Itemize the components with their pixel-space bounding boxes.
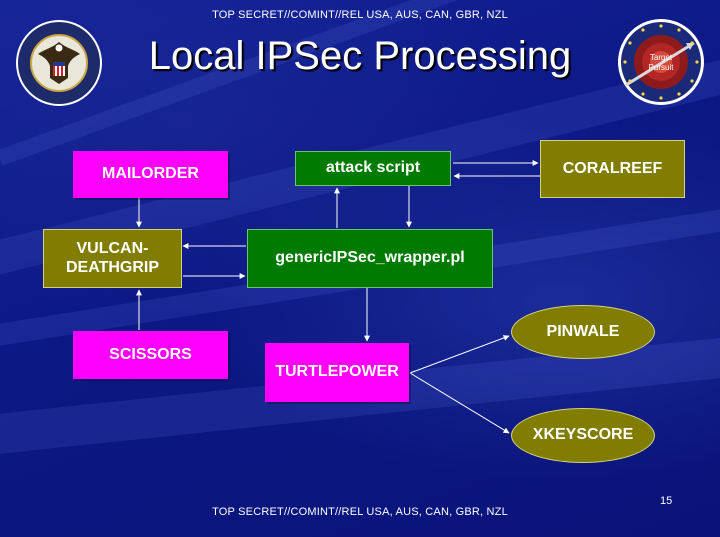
node-turtlepower: TURTLEPOWER [265, 343, 409, 402]
nsa-seal-icon [16, 20, 102, 106]
node-generic-ipsec-wrapper: genericIPSec_wrapper.pl [247, 229, 493, 288]
node-attack-script: attack script [295, 151, 451, 186]
node-scissors: SCISSORS [73, 331, 228, 379]
node-xkeyscore: XKEYSCORE [511, 408, 655, 463]
slide-title: Local IPSec Processing [148, 34, 572, 78]
node-mailorder: MAILORDER [73, 151, 228, 198]
svg-text:Pursuit: Pursuit [649, 63, 675, 72]
node-vulcan-deathgrip-line2: DEATHGRIP [65, 258, 160, 276]
target-pursuit-seal-icon: Target Pursuit [618, 19, 704, 105]
page-number: 15 [660, 495, 673, 507]
classification-banner-top: TOP SECRET//COMINT//REL USA, AUS, CAN, G… [212, 9, 508, 21]
node-pinwale: PINWALE [511, 305, 655, 359]
node-vulcan-deathgrip: VULCAN- DEATHGRIP [43, 229, 182, 288]
node-coralreef: CORALREEF [540, 140, 685, 198]
node-vulcan-deathgrip-line1: VULCAN- [76, 240, 149, 258]
svg-text:Target: Target [650, 53, 673, 62]
classification-banner-bottom: TOP SECRET//COMINT//REL USA, AUS, CAN, G… [212, 506, 508, 518]
edge-turtlepower-to-xkeyscore [409, 372, 510, 434]
edge-turtlepower-to-pinwale [409, 335, 510, 374]
